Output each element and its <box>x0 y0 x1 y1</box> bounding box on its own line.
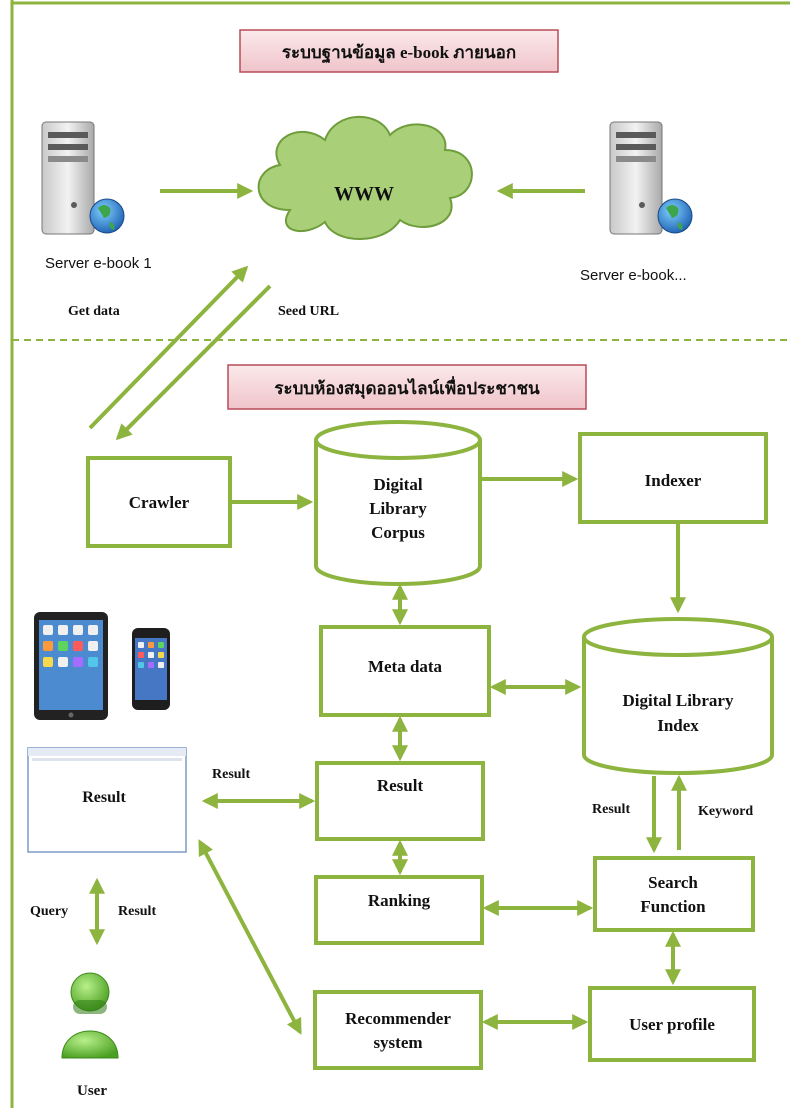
server-1-icon <box>41 121 125 235</box>
result-box <box>315 761 485 841</box>
user-label: User <box>77 1083 107 1099</box>
result-to-screen-label: Result <box>212 767 250 782</box>
recommender-label-1: Recommender <box>345 1009 451 1028</box>
www-cloud-icon <box>257 115 473 240</box>
screen-result-label: Result <box>82 789 126 806</box>
result-label: Result <box>377 776 424 795</box>
query-label: Query <box>30 904 68 919</box>
keyword-label: Keyword <box>698 804 753 819</box>
ranking-box <box>314 875 484 945</box>
user-profile-box <box>588 986 756 1062</box>
crawler-box <box>86 456 232 548</box>
seed-url-label: Seed URL <box>278 304 339 319</box>
corpus-label-2: Library <box>369 499 427 518</box>
index-label-2: Index <box>657 716 699 735</box>
crawler-label: Crawler <box>129 493 190 512</box>
arrow-crawler-get-data <box>88 265 249 430</box>
external-db-banner-text: ระบบฐานข้อมูล e-book ภายนอก <box>282 43 516 64</box>
user-icon <box>61 972 119 1059</box>
tablet-icon <box>34 612 108 720</box>
search-label-2: Function <box>640 897 706 916</box>
arrow-seed-url-to-crawler <box>115 284 272 441</box>
get-data-label: Get data <box>68 304 120 319</box>
www-label: WWW <box>334 183 394 205</box>
meta-data-box <box>319 625 491 717</box>
corpus-cylinder <box>314 420 482 586</box>
indexer-box <box>578 432 768 524</box>
server-2-label: Server e-book... <box>580 267 687 284</box>
recommender-label-2: system <box>373 1033 422 1052</box>
server-1-label: Server e-book 1 <box>45 255 152 272</box>
browser-window-icon <box>27 747 187 853</box>
index-cylinder <box>582 617 774 775</box>
library-banner: ระบบห้องสมุดออนไลน์เพื่อประชาชน <box>227 364 587 410</box>
indexer-label: Indexer <box>645 471 702 490</box>
recommender-box <box>313 990 483 1070</box>
index-label-1: Digital Library <box>623 691 734 710</box>
result-user-label: Result <box>118 904 156 919</box>
search-function-box <box>593 856 755 932</box>
meta-data-label: Meta data <box>368 657 443 676</box>
corpus-label-1: Digital <box>373 475 422 494</box>
external-db-banner: ระบบฐานข้อมูล e-book ภายนอก <box>239 29 559 73</box>
corpus-label-3: Corpus <box>371 523 425 542</box>
library-banner-text: ระบบห้องสมุดออนไลน์เพื่อประชาชน <box>274 376 540 399</box>
user-profile-label: User profile <box>629 1015 715 1034</box>
server-2-icon <box>609 121 693 235</box>
search-label-1: Search <box>648 873 698 892</box>
ranking-label: Ranking <box>368 891 431 910</box>
arrow-screen-recommender <box>198 839 302 1035</box>
result-from-index-label: Result <box>592 802 630 817</box>
phone-icon <box>132 628 170 710</box>
